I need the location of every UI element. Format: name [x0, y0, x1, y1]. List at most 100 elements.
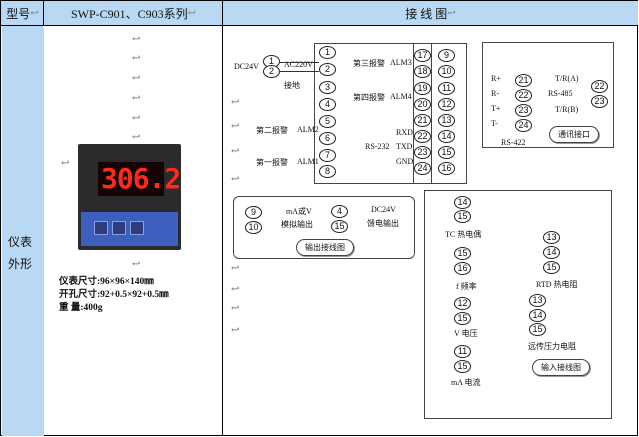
header-model-label: 型号: [6, 6, 31, 21]
terminal: 15: [529, 323, 546, 336]
terminal: 5: [319, 115, 336, 128]
terminal: 10: [438, 65, 455, 78]
terminal: 7: [319, 149, 336, 162]
terminal: 15: [543, 261, 560, 274]
alm2-label: ALM2: [297, 125, 319, 134]
alarm1-label: 第一报警: [256, 158, 288, 167]
terminal: 2: [319, 63, 336, 76]
meter-image: 306.2: [78, 144, 181, 250]
terminal: 21: [515, 74, 532, 87]
r-plus-label: R+: [491, 74, 501, 83]
header-wiring-label: 接 线 图: [405, 6, 448, 21]
header-model: 型号↩: [1, 1, 44, 26]
terminal: 23: [414, 146, 431, 159]
terminal: 17: [414, 49, 431, 62]
t-plus-label: T+: [491, 104, 501, 113]
alarm3-label: 第三报警: [353, 59, 385, 68]
terminal-block: [314, 43, 432, 184]
header-series: SWP-C901、C903系列↩: [44, 1, 223, 26]
rs232-label: RS-232: [365, 142, 390, 151]
terminal: 23: [515, 104, 532, 117]
terminal: 18: [414, 65, 431, 78]
terminal: 11: [438, 82, 455, 95]
terminal: 14: [543, 246, 560, 259]
terminal: 13: [529, 294, 546, 307]
meter-button-icon: [130, 221, 144, 235]
alm4-label: ALM4: [390, 92, 412, 101]
output-ma-label: mA或V: [286, 207, 312, 216]
rtd-label: RTD 热电阻: [536, 280, 578, 289]
comm-title: 通讯接口: [549, 126, 599, 143]
terminal: 6: [319, 132, 336, 145]
meter-button-icon: [94, 221, 108, 235]
rxd-label: RXD: [396, 128, 413, 137]
terminal: 10: [245, 221, 262, 234]
gnd-label: GND: [396, 157, 414, 166]
terminal: 12: [438, 98, 455, 111]
header-wiring: 接 线 图↩: [223, 1, 638, 26]
alm1-label: ALM1: [297, 157, 319, 166]
terminal: 4: [319, 98, 336, 111]
terminal: 3: [319, 81, 336, 94]
terminal: 14: [438, 130, 455, 143]
alm3-label: ALM3: [390, 58, 412, 67]
header-series-label: SWP-C901、C903系列: [70, 6, 188, 21]
output-box: [233, 196, 415, 259]
terminal: 14: [454, 196, 471, 209]
terminal: 4: [331, 205, 348, 218]
terminal: 15: [438, 146, 455, 159]
appearance-label: 仪表 外形: [8, 235, 33, 271]
terminal: 11: [454, 345, 471, 358]
meter-button-icon: [112, 221, 126, 235]
meter-digits: 306.2: [101, 162, 181, 195]
ma-input-label: mA 电流: [451, 378, 481, 387]
txd-label: TXD: [396, 142, 413, 151]
terminal: 15: [454, 312, 471, 325]
alarm4-label: 第四报警: [353, 93, 385, 102]
output-title: 输出接线图: [296, 239, 354, 256]
terminal: 1: [319, 46, 336, 59]
terminal: 16: [454, 262, 471, 275]
terminal: 12: [454, 297, 471, 310]
terminal: 9: [438, 49, 455, 62]
terminal: 2: [263, 65, 280, 78]
rs422-label: RS-422: [501, 138, 526, 147]
terminal: 19: [414, 82, 431, 95]
dc24v-label: DC24V: [234, 62, 259, 71]
terminal: 21: [414, 114, 431, 127]
terminal-block-right: [413, 43, 467, 184]
remote-label: 远传压力电阻: [528, 342, 576, 351]
terminal: 13: [543, 231, 560, 244]
terminal: 20: [414, 98, 431, 111]
ac220v-label: AC220V: [284, 60, 313, 69]
terminal: 22: [591, 80, 608, 93]
terminal: 24: [414, 162, 431, 175]
terminal: 24: [515, 119, 532, 132]
spec-weight: 重 量:400g: [59, 303, 103, 313]
spec-size: 仪表尺寸:96×96×140㎜: [59, 277, 154, 287]
terminal: 15: [454, 210, 471, 223]
volt-label: V 电压: [454, 329, 478, 338]
left-column: 仪表 外形: [2, 26, 44, 436]
input-title: 输入接线图: [532, 359, 590, 376]
terminal: 8: [319, 165, 336, 178]
rs485-label: RS-485: [548, 89, 573, 98]
tra-label: T/R(A): [555, 74, 579, 83]
terminal: 16: [438, 162, 455, 175]
alarm2-label: 第二报警: [256, 126, 288, 135]
comm-box: [482, 42, 614, 148]
t-minus-label: T-: [491, 119, 498, 128]
terminal: 15: [454, 360, 471, 373]
input-box: [424, 190, 612, 419]
dc24v-out-label: DC24V: [371, 205, 396, 214]
terminal: 22: [414, 130, 431, 143]
r-minus-label: R-: [491, 89, 499, 98]
terminal: 23: [591, 95, 608, 108]
terminal: 15: [454, 247, 471, 260]
divider: [222, 1, 223, 435]
terminal: 22: [515, 89, 532, 102]
analog-output-label: 模拟输出: [281, 220, 313, 229]
terminal: 13: [438, 114, 455, 127]
feed-output-label: 馈电输出: [367, 219, 399, 228]
